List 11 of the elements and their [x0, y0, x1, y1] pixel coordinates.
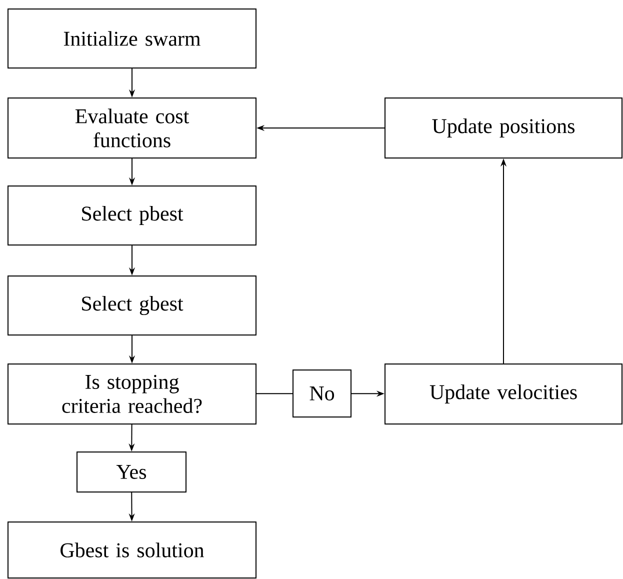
process-box: Update velocities — [384, 364, 622, 424]
process-box: Update positions — [384, 98, 622, 158]
process-box: Initialize swarm — [8, 8, 256, 68]
process-box: Evaluate cost functions — [8, 98, 256, 158]
process-box: Select gbest — [8, 276, 256, 336]
process-box: Select pbest — [8, 186, 256, 246]
process-box: Is stopping criteria reached? — [8, 364, 256, 424]
process-box: Gbest is solution — [8, 522, 256, 578]
label-box: Yes — [76, 452, 186, 492]
connector-line — [256, 393, 293, 394]
label-box: No — [292, 370, 352, 418]
